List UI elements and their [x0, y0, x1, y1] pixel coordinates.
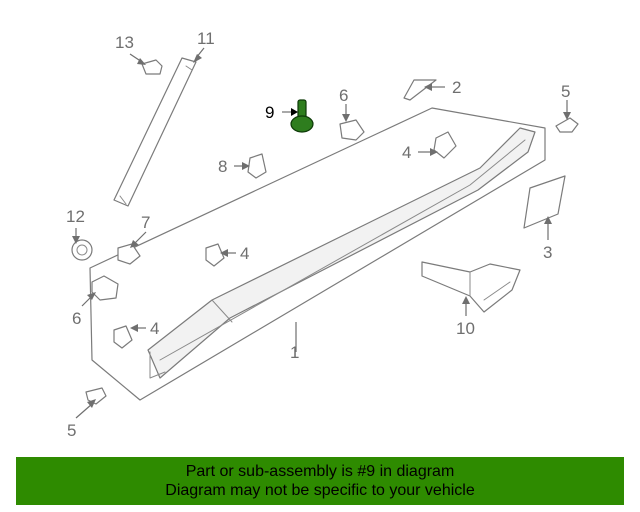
callout-11: 11: [197, 29, 215, 48]
callout-13: 13: [115, 33, 134, 52]
info-banner-line2: Diagram may not be specific to your vehi…: [165, 482, 475, 499]
screw-part-5-right[interactable]: [555, 117, 579, 133]
info-banner-line1: Part or sub-assembly is #9 in diagram: [185, 463, 455, 480]
callout-5-left: 5: [67, 421, 76, 440]
info-banner: Part or sub-assembly is #9 in diagram Di…: [16, 457, 624, 505]
screw-part-5-left[interactable]: [85, 387, 107, 405]
callout-1: 1: [290, 343, 299, 362]
callout-6-lower: 6: [72, 309, 81, 328]
callout-5-right: 5: [561, 82, 570, 101]
bracket-part-10[interactable]: [421, 261, 521, 313]
pillar-trim-part-11[interactable]: [113, 57, 197, 207]
callout-2: 2: [452, 78, 461, 97]
callout-3: 3: [543, 243, 552, 262]
callout-4-middle: 4: [240, 244, 249, 263]
callout-4-lower: 4: [150, 319, 159, 338]
callout-4-upper: 4: [402, 143, 411, 162]
parts-diagram: 1 2 3 4 4 4 5 5 6 6 7 8 9 10 11 12 13: [66, 29, 579, 440]
callout-6-upper: 6: [339, 86, 348, 105]
push-pin-part-13[interactable]: [141, 59, 163, 75]
callout-7: 7: [141, 213, 150, 232]
grommet-part-12[interactable]: [71, 239, 93, 261]
clip-part-4-middle[interactable]: [205, 243, 225, 267]
callout-9-highlighted: 9: [265, 103, 274, 122]
rocker-molding-part-1[interactable]: [89, 107, 546, 401]
leader-lines: [72, 47, 571, 419]
splash-shield-part-3[interactable]: [523, 175, 566, 229]
nut-part-6-lower[interactable]: [91, 275, 119, 301]
clip-part-4-lower[interactable]: [113, 325, 133, 349]
nut-part-6-upper[interactable]: [339, 119, 365, 141]
callout-8: 8: [218, 157, 227, 176]
clip-part-4-upper[interactable]: [433, 131, 457, 159]
callout-12: 12: [66, 207, 85, 226]
callout-10: 10: [456, 319, 475, 338]
stud-part-8[interactable]: [247, 153, 267, 179]
bolt-part-9-highlighted[interactable]: [290, 99, 314, 133]
retainer-part-7[interactable]: [117, 243, 141, 265]
